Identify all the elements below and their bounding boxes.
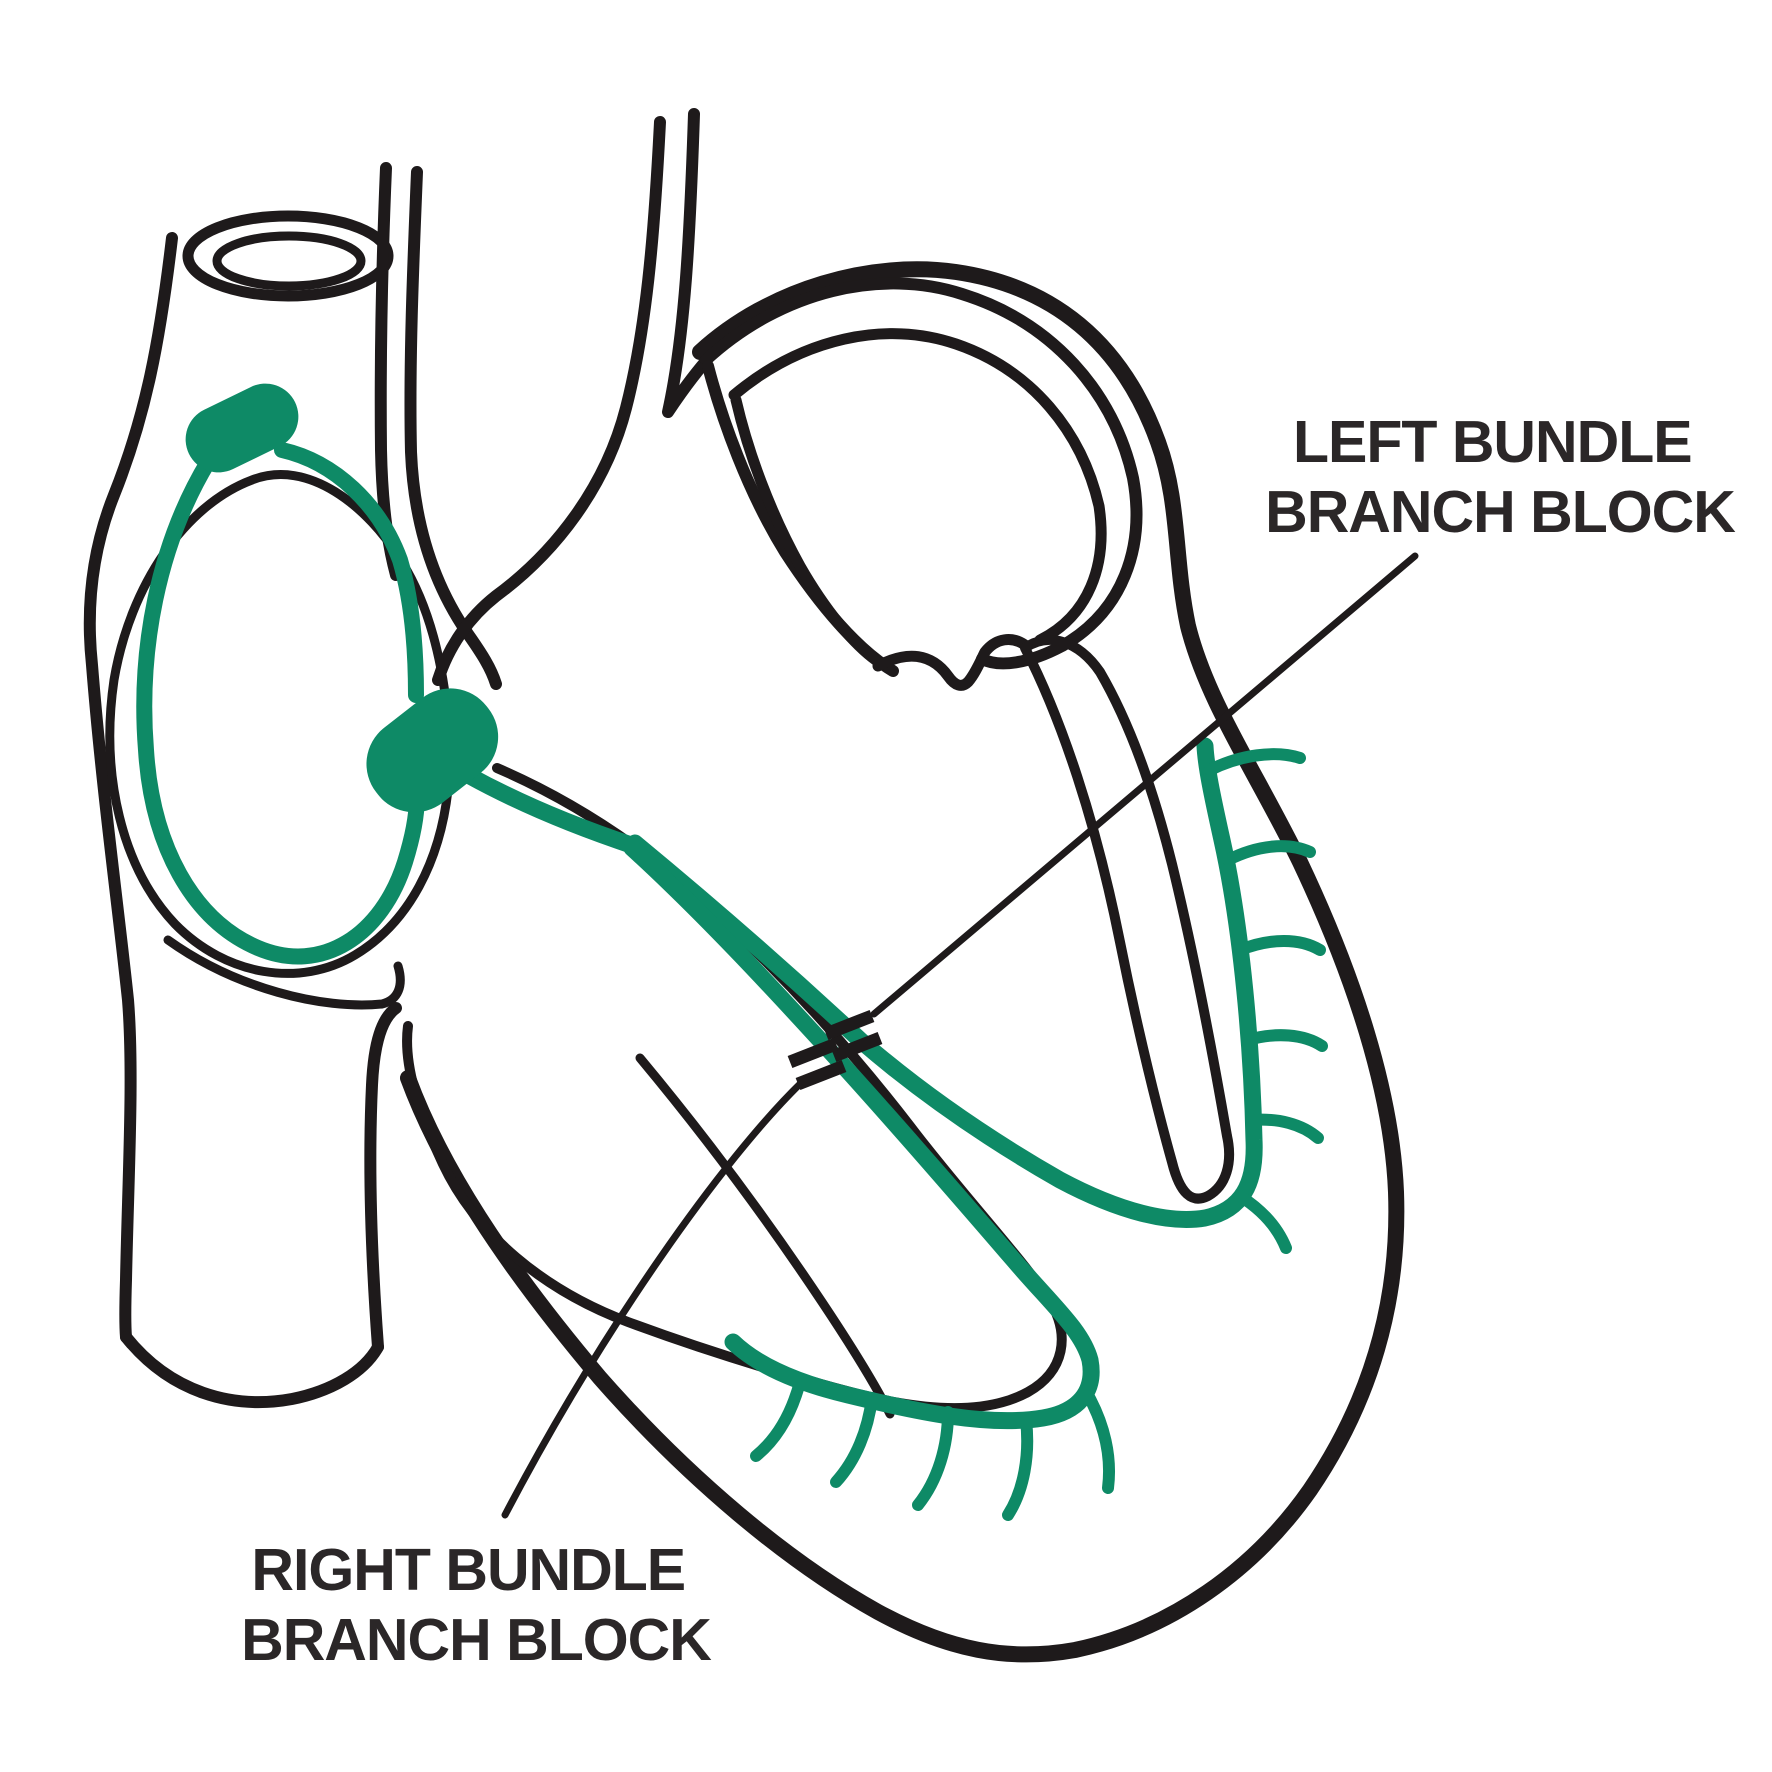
right-ventricle-inner-wall — [635, 1053, 895, 1419]
svc-right-wall-inner — [404, 166, 502, 690]
right-bundle-branch-block-label: RIGHT BUNDLE BRANCH BLOCK — [241, 1537, 712, 1673]
block-marks-group — [787, 1009, 883, 1091]
internodal-pathway-left-loop — [136, 454, 425, 965]
mitral-valve-notch — [872, 634, 1031, 691]
av-node — [366, 688, 499, 813]
purkinje-fiber — [1246, 1113, 1324, 1144]
ivc-orifice-arc — [163, 935, 405, 1010]
internodal-pathway-right — [274, 442, 424, 703]
purkinje-fiber — [1242, 1029, 1328, 1052]
left-ventricle-cavity — [1020, 635, 1235, 1204]
purkinje-fiber — [1204, 748, 1306, 776]
left-bundle-purkinje-fibers — [1204, 748, 1328, 1254]
lbbb-label-line2: BRANCH BLOCK — [1265, 479, 1736, 545]
right-bundle-block-mark — [787, 1037, 839, 1069]
rbbb-label-line2: BRANCH BLOCK — [241, 1607, 712, 1673]
left-atrium-inner-rim-left — [730, 394, 886, 669]
purkinje-fiber — [830, 1392, 878, 1488]
svc-opening-inner — [212, 231, 366, 291]
purkinje-fiber — [1002, 1414, 1034, 1521]
aorta-left-line — [432, 116, 666, 686]
ivc-right-wall — [364, 1002, 402, 1353]
left-bundle-block-mark — [823, 1009, 875, 1041]
purkinje-fiber — [1082, 1389, 1115, 1494]
outer-heart-wall — [400, 261, 1405, 1663]
right-bundle-branch — [623, 839, 1100, 1430]
bundle-of-his — [459, 766, 643, 855]
right-bundle-block-mark — [795, 1059, 847, 1091]
right-ventricle-cavity — [402, 763, 1067, 1413]
purkinje-fiber — [912, 1406, 954, 1511]
leader-lines-group — [501, 552, 1419, 1519]
sa-node — [185, 383, 299, 473]
aorta-right-line — [662, 108, 712, 418]
ivc-bottom-rim — [120, 1331, 384, 1408]
lbbb-leader-line — [870, 552, 1419, 1018]
left-bundle-branch — [626, 737, 1263, 1228]
purkinje-fiber — [1222, 840, 1316, 866]
conduction-system-group — [136, 383, 1328, 1521]
left-atrium-inner-rim-right — [728, 328, 1107, 646]
purkinje-fiber — [750, 1376, 806, 1462]
rbbb-leader-line — [501, 1079, 805, 1519]
purkinje-fiber — [1234, 935, 1326, 956]
right-bundle-purkinje-fibers — [750, 1376, 1115, 1521]
svc-ra-ivc-left-wall — [83, 232, 178, 1343]
purkinje-fiber — [1234, 1190, 1292, 1254]
rbbb-label-line1: RIGHT BUNDLE — [251, 1537, 685, 1603]
lbbb-label-line1: LEFT BUNDLE — [1293, 409, 1692, 475]
heart-outline-group — [83, 108, 1405, 1663]
left-bundle-branch-block-label: LEFT BUNDLE BRANCH BLOCK — [1265, 409, 1736, 545]
left-bundle-block-mark — [831, 1031, 883, 1063]
